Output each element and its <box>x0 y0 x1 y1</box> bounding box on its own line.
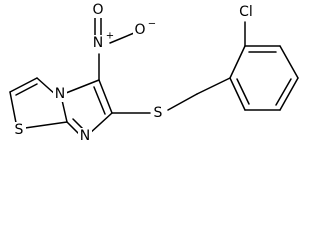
bond-nitro-n-o-right <box>109 32 135 44</box>
bond-benz-6-1 <box>229 77 246 111</box>
bond-ch2-benzene <box>196 77 231 95</box>
bond-benz-4-5 <box>279 77 299 111</box>
bond-s-ch2 <box>167 93 198 111</box>
bond-thiazole-s-cfused <box>24 121 68 129</box>
thiazole-sulfur-label: S <box>15 122 24 138</box>
chlorine-label: Cl <box>239 4 253 20</box>
bond-imid-nbridge-cnitro <box>65 79 100 94</box>
bond-imid-cnitro-cs-inner <box>93 86 106 115</box>
thioether-sulfur-label: S <box>154 105 163 121</box>
nitro-nitrogen-charge: + <box>106 31 114 42</box>
molecule-structure: Cl O N + O − N N S S <box>9 2 299 144</box>
nitro-oxygen-top-label: O <box>92 2 103 18</box>
bond-thiazole-c2-c3 <box>9 77 38 93</box>
bond-imid-nlower-cfused <box>66 121 81 136</box>
bond-imid-cnitro-cs <box>98 79 113 114</box>
nitro-oxygen-charge: − <box>148 19 156 30</box>
nitro-nitrogen-label: N <box>93 35 103 51</box>
bond-thiazole-c2-c3-inner <box>15 83 38 96</box>
ring-nitrogen-lower-label: N <box>80 128 90 144</box>
bridge-nitrogen-label: N <box>55 86 65 102</box>
bond-benz-3-4 <box>279 45 299 79</box>
bond-thiazole-c3-nbridge <box>36 77 57 96</box>
atom-labels: Cl O N + O − N N S S <box>12 2 259 144</box>
bond-thiazole-cfused-nbridge <box>61 99 68 123</box>
bond-benz-4-5-inner <box>275 78 292 106</box>
bond-benz-6-1-inner <box>236 78 250 105</box>
bond-imid-cs-nlower <box>88 112 113 135</box>
bond-benz-1-2 <box>229 45 246 79</box>
nitro-oxygen-right-label: O <box>134 22 145 38</box>
